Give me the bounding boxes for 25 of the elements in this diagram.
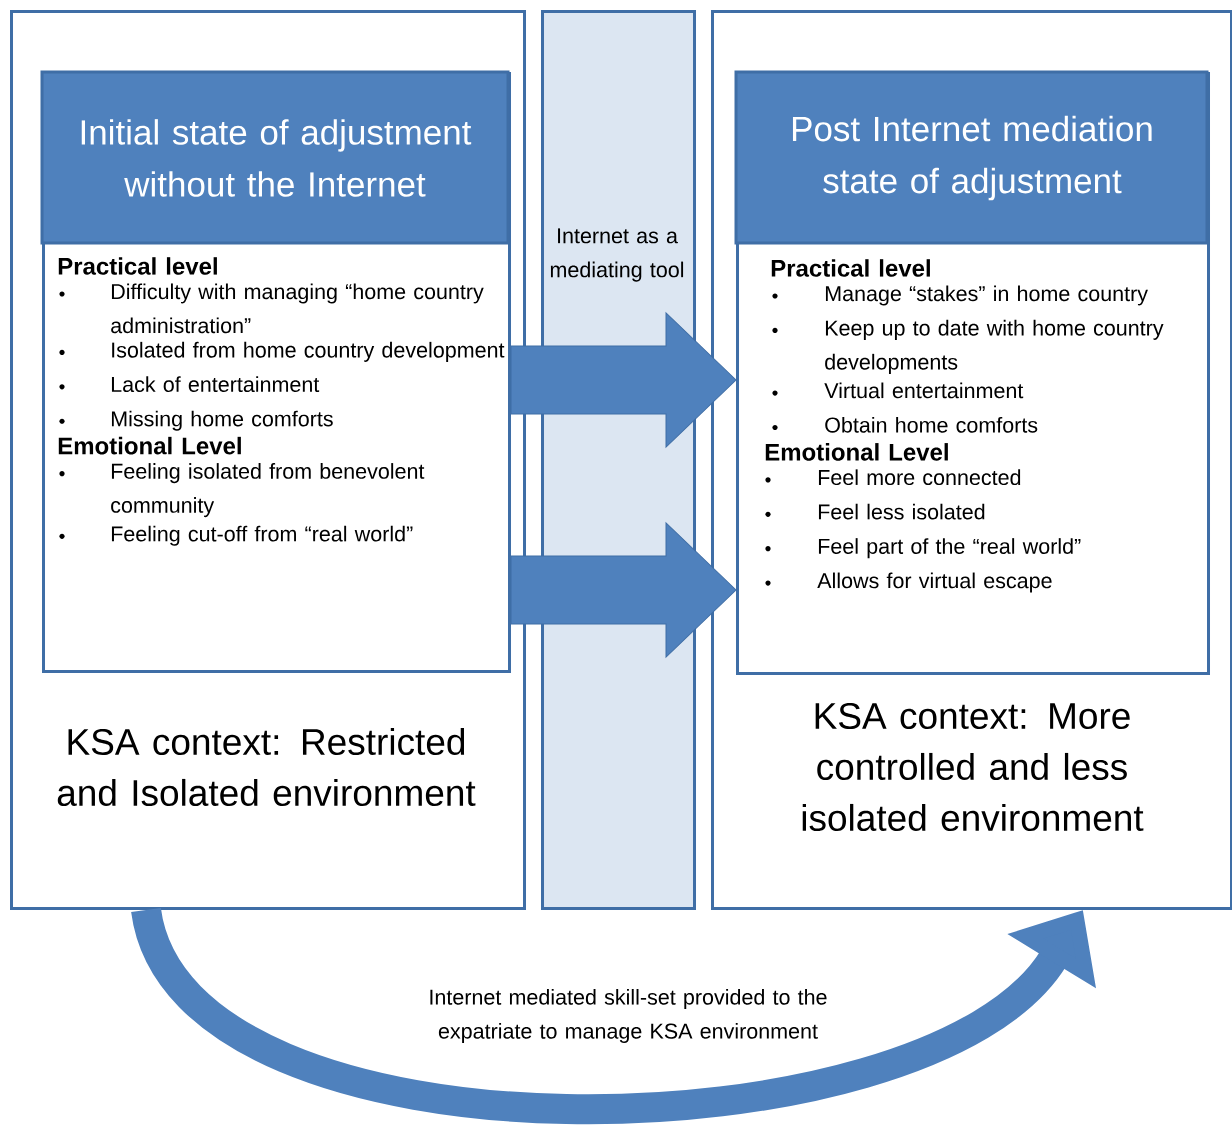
header-band: Post Internet mediation state of adjustment (734, 70, 1209, 245)
bullet-item: Lack of entertainment (59, 376, 320, 393)
bullet-item: Manage “stakes” in home country (772, 285, 1148, 306)
bullet-item: Feel more connected (765, 469, 1021, 486)
bullet-item: Virtual entertainment (772, 382, 1024, 399)
block-arrow (510, 312, 737, 448)
bullet-item: Feeling isolated from benevolent community (59, 463, 425, 518)
bullet-item: Feel part of the “real world” (765, 538, 1081, 559)
section-heading: Practical level (58, 257, 217, 275)
bullet-item: Feel less isolated (765, 503, 985, 520)
bullet-item: Keep up to date with home country developments (772, 319, 1164, 374)
bullet-item: Isolated from home country development (59, 341, 505, 362)
header-band: Initial state of adjustment without the Internet (40, 70, 510, 245)
context-text: KSA context: More controlled and less isolated environment (802, 702, 1144, 832)
section-heading: Practical level (771, 259, 930, 277)
section-heading: Emotional Level (765, 443, 948, 461)
bullet-item: Difficulty with managing “home country administration” (59, 283, 484, 334)
block-arrow (510, 522, 737, 658)
bullet-item: Obtain home comforts (772, 416, 1038, 433)
edge-label: Internet mediated skill-set provided to the expatriate to manage KSA environment (430, 989, 827, 1044)
bullet-item: Feeling cut-off from “real world” (59, 525, 413, 546)
section-heading: Emotional Level (58, 436, 241, 455)
context-text: KSA context: Restricted and Isolated environment (57, 727, 476, 807)
bullet-item: Missing home comforts (59, 410, 333, 431)
bullet-item: Allows for virtual escape (765, 572, 1052, 593)
